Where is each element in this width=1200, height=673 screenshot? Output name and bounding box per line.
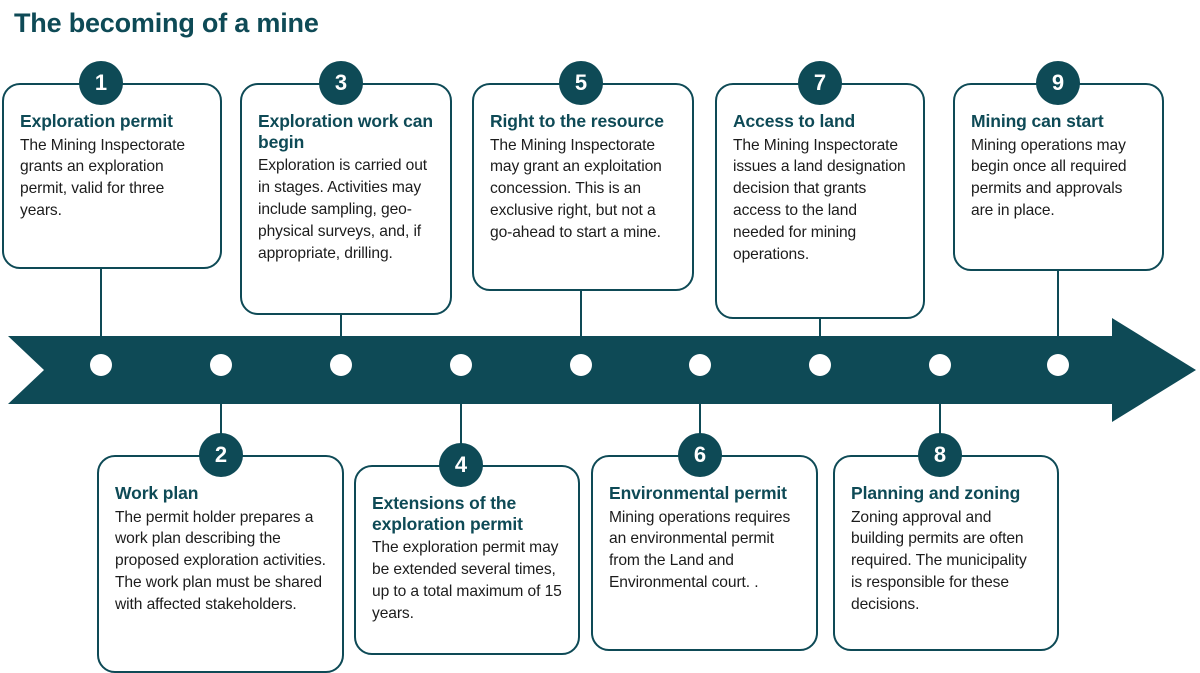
connector-3 [340,313,342,362]
timeline-dot-2 [210,354,232,376]
timeline-dot-1 [90,354,112,376]
step-card-2-body: The permit holder prepares a work plan d… [115,508,326,613]
step-card-4[interactable]: Extensions of the exploration permit The… [354,465,580,655]
connector-6 [699,378,701,455]
step-card-8[interactable]: Planning and zoning Zoning approval and … [833,455,1059,651]
step-badge-3[interactable]: 3 [319,61,363,105]
step-badge-1[interactable]: 1 [79,61,123,105]
step-card-7-title: Access to land [733,111,856,131]
connector-4 [460,378,462,466]
timeline-dot-8 [929,354,951,376]
step-card-3-title: Exploration work can begin [258,111,433,152]
step-card-2-title: Work plan [115,483,199,503]
step-card-6[interactable]: Environmental permit Mining operations r… [591,455,818,651]
connector-5 [580,289,582,362]
step-badge-9[interactable]: 9 [1036,61,1080,105]
connector-7 [819,318,821,362]
step-badge-6[interactable]: 6 [678,433,722,477]
step-card-9-body: Mining operations may begin once all req… [971,136,1127,220]
timeline-dot-3 [330,354,352,376]
timeline-arrow [8,318,1196,422]
step-card-6-body: Mining operations requires an environmen… [609,508,791,592]
step-badge-7[interactable]: 7 [798,61,842,105]
timeline-dot-5 [570,354,592,376]
step-card-8-body: Zoning approval and building permits are… [851,508,1027,613]
step-card-5[interactable]: Right to the resource The Mining Inspect… [472,83,694,291]
step-badge-5[interactable]: 5 [559,61,603,105]
step-card-3[interactable]: Exploration work can begin Exploration i… [240,83,452,315]
timeline-dot-6 [689,354,711,376]
step-card-3-body: Exploration is carried out in stages. Ac… [258,157,428,262]
step-badge-2[interactable]: 2 [199,433,243,477]
page-title: The becoming of a mine [14,8,319,38]
timeline-dot-7 [809,354,831,376]
timeline-dot-9 [1047,354,1069,376]
step-card-7[interactable]: Access to land The Mining Inspectorate i… [715,83,925,319]
step-card-4-body: The exploration permit may be extended s… [372,539,562,622]
connector-2 [220,378,222,456]
step-card-1-title: Exploration permit [20,111,173,131]
timeline-dot-4 [450,354,472,376]
step-card-5-body: The Mining Inspectorate may grant an exp… [490,136,662,241]
step-card-4-title: Extensions of the exploration permit [372,493,523,534]
step-card-5-title: Right to the resource [490,111,664,131]
step-card-6-title: Environmental permit [609,483,787,503]
step-badge-8[interactable]: 8 [918,433,962,477]
step-card-9-title: Mining can start [971,111,1104,131]
arrow-bar [8,318,1196,422]
step-card-9[interactable]: Mining can start Mining operations may b… [953,83,1164,271]
step-card-1[interactable]: Exploration permit The Mining Inspectora… [2,83,222,269]
step-card-2[interactable]: Work plan The permit holder prepares a w… [97,455,344,673]
step-badge-4[interactable]: 4 [439,443,483,487]
connector-9 [1057,270,1059,362]
step-card-8-title: Planning and zoning [851,483,1021,503]
connector-8 [939,378,941,455]
step-card-1-body: The Mining Inspectorate grants an explor… [20,136,185,220]
connector-1 [100,267,102,362]
step-card-7-body: The Mining Inspectorate issues a land de… [733,136,906,263]
